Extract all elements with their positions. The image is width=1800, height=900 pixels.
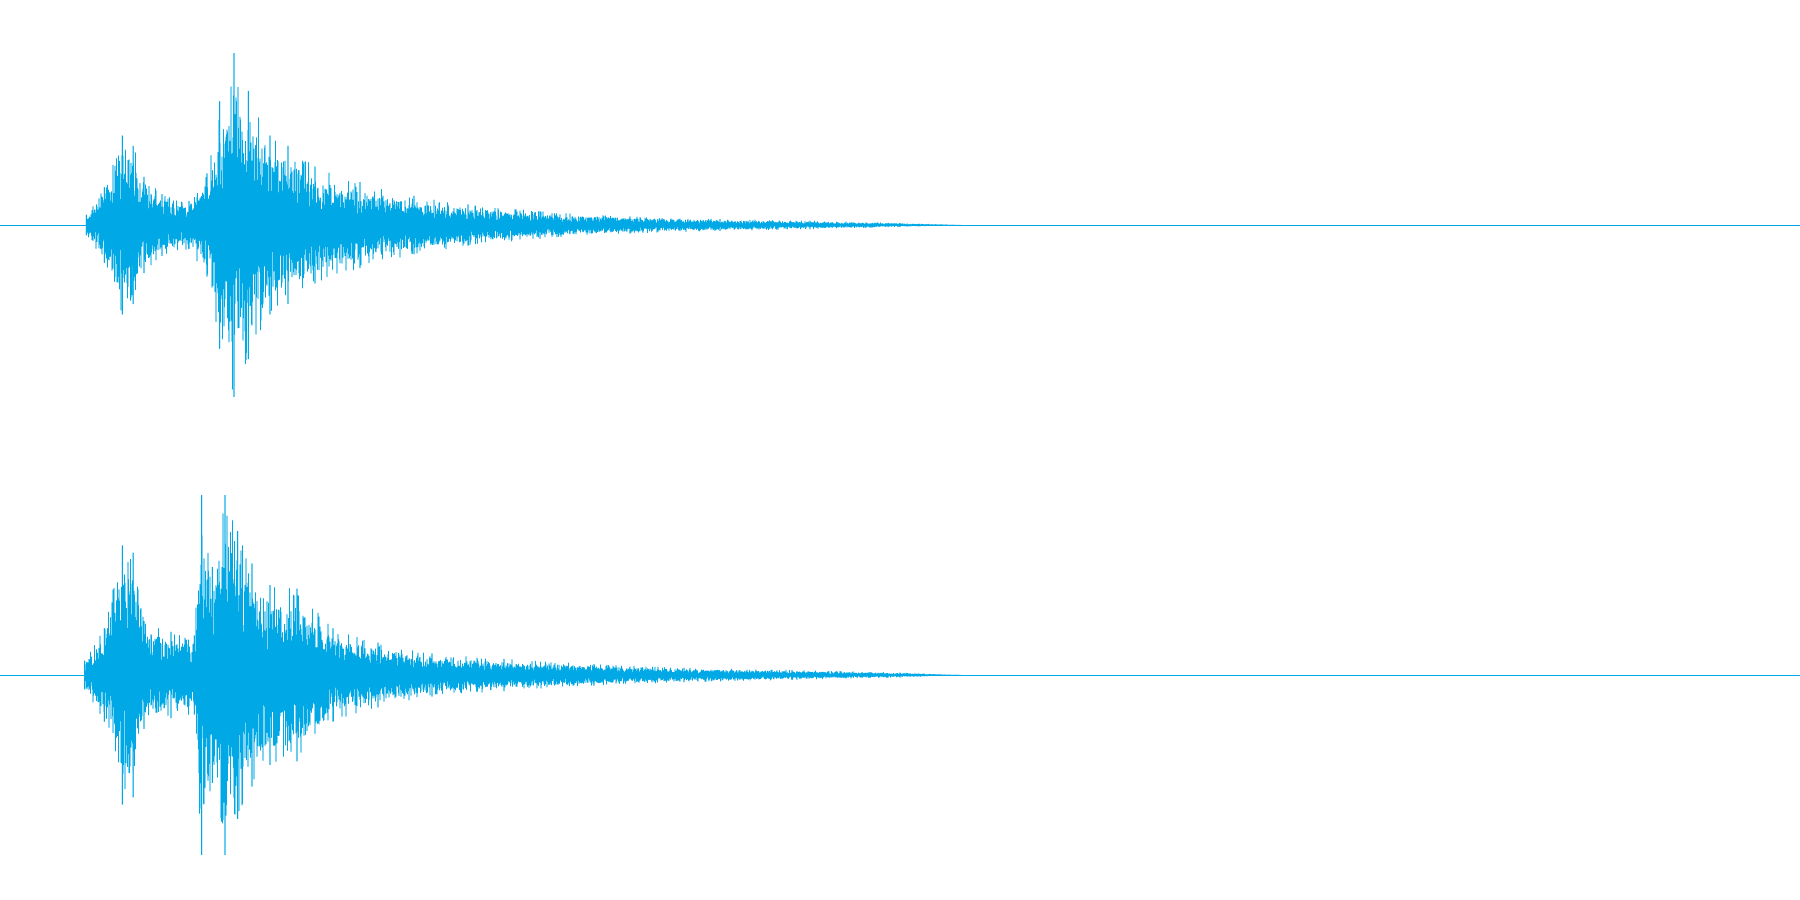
channel-2-waveform bbox=[0, 495, 1800, 855]
channel-1-waveform bbox=[0, 53, 1800, 397]
channel-1-samples bbox=[86, 86, 962, 390]
channel-2-samples bbox=[84, 513, 962, 824]
